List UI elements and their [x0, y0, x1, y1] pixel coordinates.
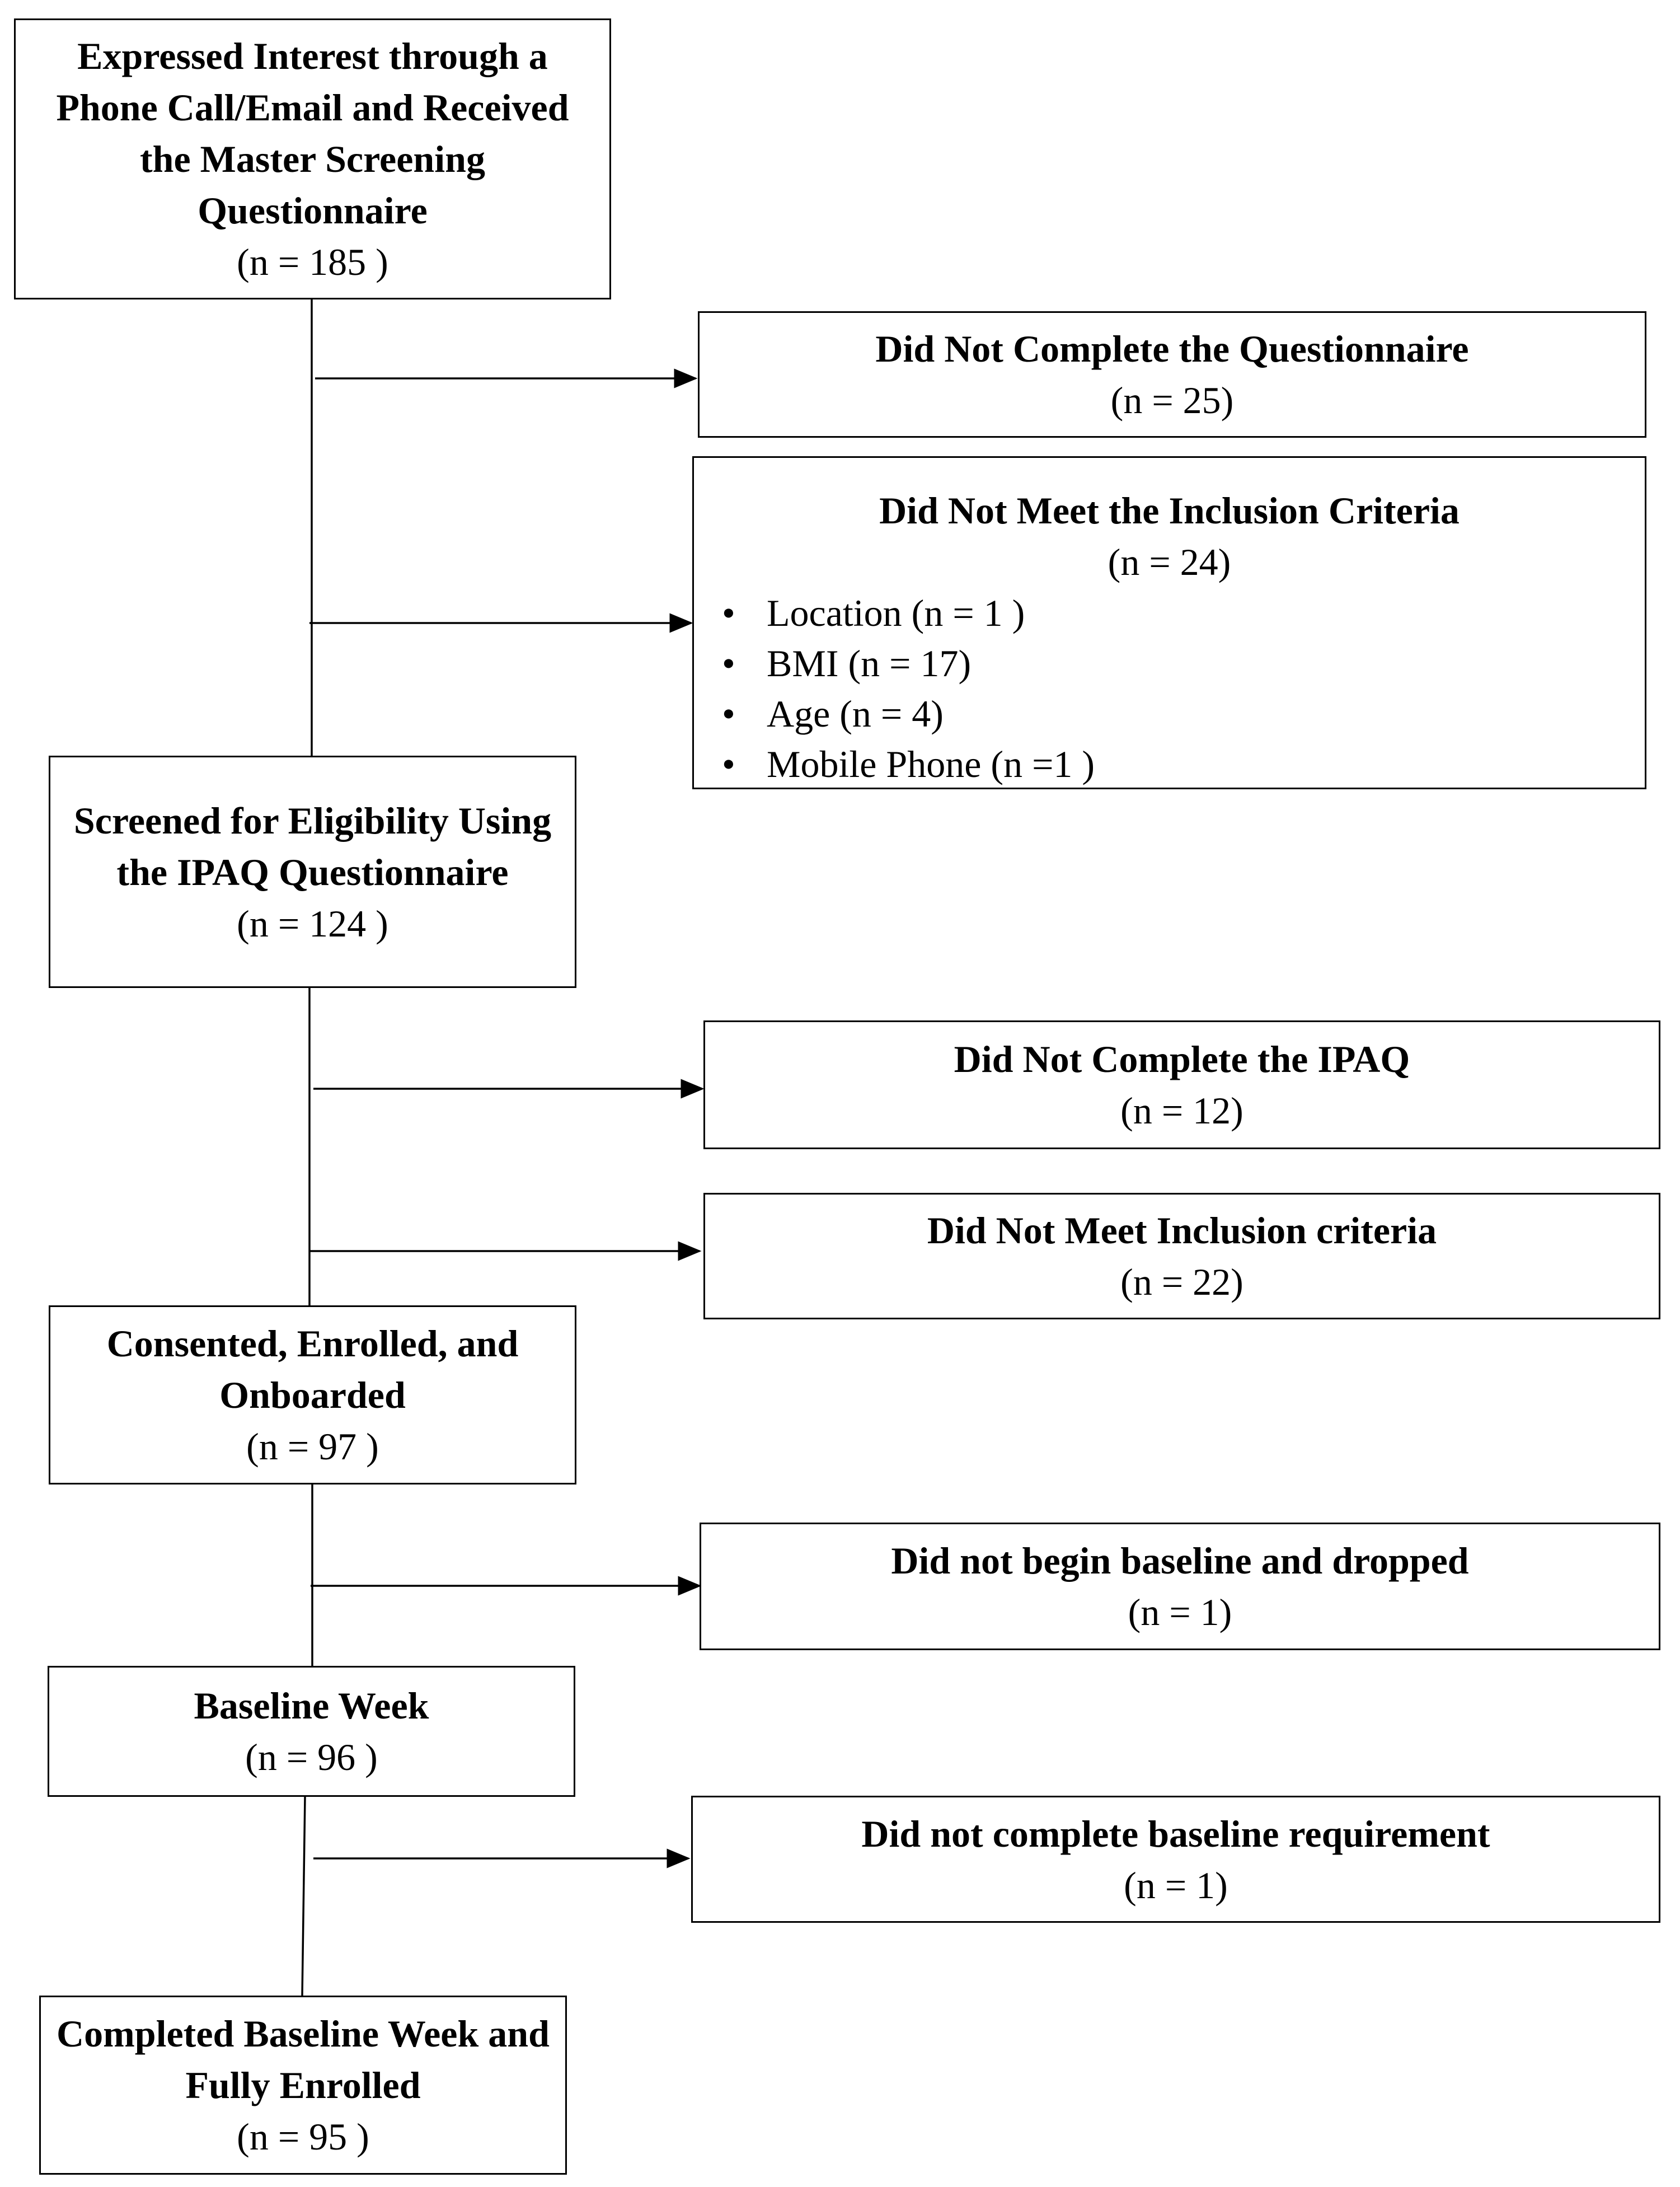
did-not-meet-inclusion-criteria-2-title: Did Not Meet Inclusion criteria — [927, 1209, 1437, 1252]
trunk-line-4 — [301, 1796, 306, 1996]
completed-baseline-title: Completed Baseline Week and Fully Enroll… — [57, 2012, 550, 2106]
did-not-meet-inclusion-criteria-box: Did Not Meet the Inclusion Criteria (n =… — [692, 456, 1646, 789]
did-not-complete-ipaq-title: Did Not Complete the IPAQ — [954, 1038, 1410, 1080]
exclusion-reason-location: Location (n = 1 ) — [722, 588, 1634, 638]
expressed-interest-box: Expressed Interest through a Phone Call/… — [14, 18, 611, 299]
exclusion-reasons-list: Location (n = 1 ) BMI (n = 17) Age (n = … — [705, 588, 1634, 789]
screened-for-eligibility-box: Screened for Eligibility Using the IPAQ … — [49, 756, 576, 988]
did-not-begin-baseline-count: (n = 1) — [1128, 1591, 1232, 1633]
did-not-meet-inclusion-criteria-2-box: Did Not Meet Inclusion criteria (n = 22) — [703, 1193, 1660, 1319]
baseline-week-count: (n = 96 ) — [245, 1736, 378, 1778]
did-not-complete-baseline-title: Did not complete baseline requirement — [861, 1812, 1490, 1855]
did-not-complete-ipaq-count: (n = 12) — [1120, 1089, 1243, 1132]
exclusion-reason-bmi: BMI (n = 17) — [722, 638, 1634, 689]
did-not-meet-inclusion-criteria-count: (n = 24) — [1108, 541, 1231, 583]
did-not-meet-inclusion-criteria-2-count: (n = 22) — [1120, 1261, 1243, 1303]
completed-baseline-count: (n = 95 ) — [237, 2115, 369, 2158]
baseline-week-box: Baseline Week (n = 96 ) — [48, 1666, 575, 1797]
did-not-complete-questionnaire-box: Did Not Complete the Questionnaire (n = … — [698, 311, 1646, 438]
screened-for-eligibility-title: Screened for Eligibility Using the IPAQ … — [73, 799, 552, 893]
did-not-meet-inclusion-criteria-title: Did Not Meet the Inclusion Criteria — [879, 489, 1460, 532]
did-not-complete-questionnaire-count: (n = 25) — [1110, 379, 1234, 422]
baseline-week-title: Baseline Week — [194, 1684, 429, 1727]
did-not-complete-ipaq-box: Did Not Complete the IPAQ (n = 12) — [703, 1020, 1660, 1149]
did-not-complete-questionnaire-title: Did Not Complete the Questionnaire — [875, 327, 1469, 370]
exclusion-reason-mobile-phone: Mobile Phone (n =1 ) — [722, 739, 1634, 789]
did-not-begin-baseline-title: Did not begin baseline and dropped — [891, 1539, 1469, 1582]
consented-enrolled-box: Consented, Enrolled, and Onboarded (n = … — [49, 1305, 576, 1484]
did-not-begin-baseline-box: Did not begin baseline and dropped (n = … — [700, 1523, 1660, 1650]
screened-for-eligibility-count: (n = 124 ) — [237, 902, 388, 945]
completed-baseline-box: Completed Baseline Week and Fully Enroll… — [39, 1996, 567, 2175]
expressed-interest-count: (n = 185 ) — [237, 241, 388, 283]
consented-enrolled-title: Consented, Enrolled, and Onboarded — [106, 1322, 519, 1416]
did-not-complete-baseline-box: Did not complete baseline requirement (n… — [691, 1796, 1660, 1923]
exclusion-reason-age: Age (n = 4) — [722, 689, 1634, 739]
expressed-interest-title: Expressed Interest through a Phone Call/… — [56, 35, 569, 232]
did-not-complete-baseline-count: (n = 1) — [1124, 1863, 1228, 1907]
consented-enrolled-count: (n = 97 ) — [246, 1425, 379, 1468]
